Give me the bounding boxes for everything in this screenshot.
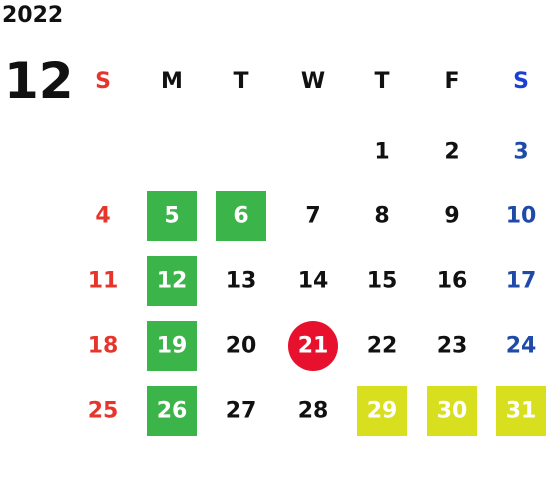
day-highlight-12 xyxy=(147,256,197,306)
day-cell-5: 5 xyxy=(164,203,180,229)
day-cell-14: 14 xyxy=(297,268,329,294)
day-highlight-30 xyxy=(427,386,477,436)
day-highlight-6 xyxy=(216,191,266,241)
day-cell-12: 12 xyxy=(156,268,188,294)
day-cell-24: 24 xyxy=(505,333,537,359)
weekday-header-sat: S xyxy=(513,69,529,94)
day-cell-19: 19 xyxy=(156,333,188,359)
month-label: 12 xyxy=(4,52,74,110)
day-cell-25: 25 xyxy=(87,398,119,424)
day-cell-7: 7 xyxy=(305,203,321,229)
day-cell-28: 28 xyxy=(297,398,329,424)
weekday-header-sun: S xyxy=(95,69,111,94)
weekday-header-fri: F xyxy=(444,69,460,94)
day-cell-4: 4 xyxy=(95,203,111,229)
day-cell-17: 17 xyxy=(505,268,537,294)
day-cell-2: 2 xyxy=(444,139,460,165)
day-cell-11: 11 xyxy=(87,268,119,294)
day-cell-3: 3 xyxy=(513,139,529,165)
day-highlight-19 xyxy=(147,321,197,371)
day-cell-18: 18 xyxy=(87,333,119,359)
year-label: 2022 xyxy=(2,3,64,28)
day-cell-6: 6 xyxy=(233,203,249,229)
day-cell-26: 26 xyxy=(156,398,188,424)
day-cell-16: 16 xyxy=(436,268,468,294)
day-highlight-31 xyxy=(496,386,546,436)
day-cell-21: 21 xyxy=(297,333,329,359)
day-highlight-26 xyxy=(147,386,197,436)
weekday-header-thu: T xyxy=(374,69,390,94)
day-cell-9: 9 xyxy=(444,203,460,229)
weekday-header-mon: M xyxy=(161,69,183,94)
day-cell-15: 15 xyxy=(366,268,398,294)
day-highlight-5 xyxy=(147,191,197,241)
day-cell-10: 10 xyxy=(505,203,537,229)
day-cell-13: 13 xyxy=(225,268,257,294)
day-cell-31: 31 xyxy=(505,398,537,424)
day-cell-23: 23 xyxy=(436,333,468,359)
day-cell-1: 1 xyxy=(374,139,390,165)
day-cell-22: 22 xyxy=(366,333,398,359)
day-cell-27: 27 xyxy=(225,398,257,424)
day-highlight-21 xyxy=(288,321,338,371)
weekday-header-tue: T xyxy=(233,69,249,94)
day-highlight-29 xyxy=(357,386,407,436)
day-cell-29: 29 xyxy=(366,398,398,424)
day-cell-30: 30 xyxy=(436,398,468,424)
weekday-header-wed: W xyxy=(300,69,326,94)
day-cell-8: 8 xyxy=(374,203,390,229)
day-cell-20: 20 xyxy=(225,333,257,359)
